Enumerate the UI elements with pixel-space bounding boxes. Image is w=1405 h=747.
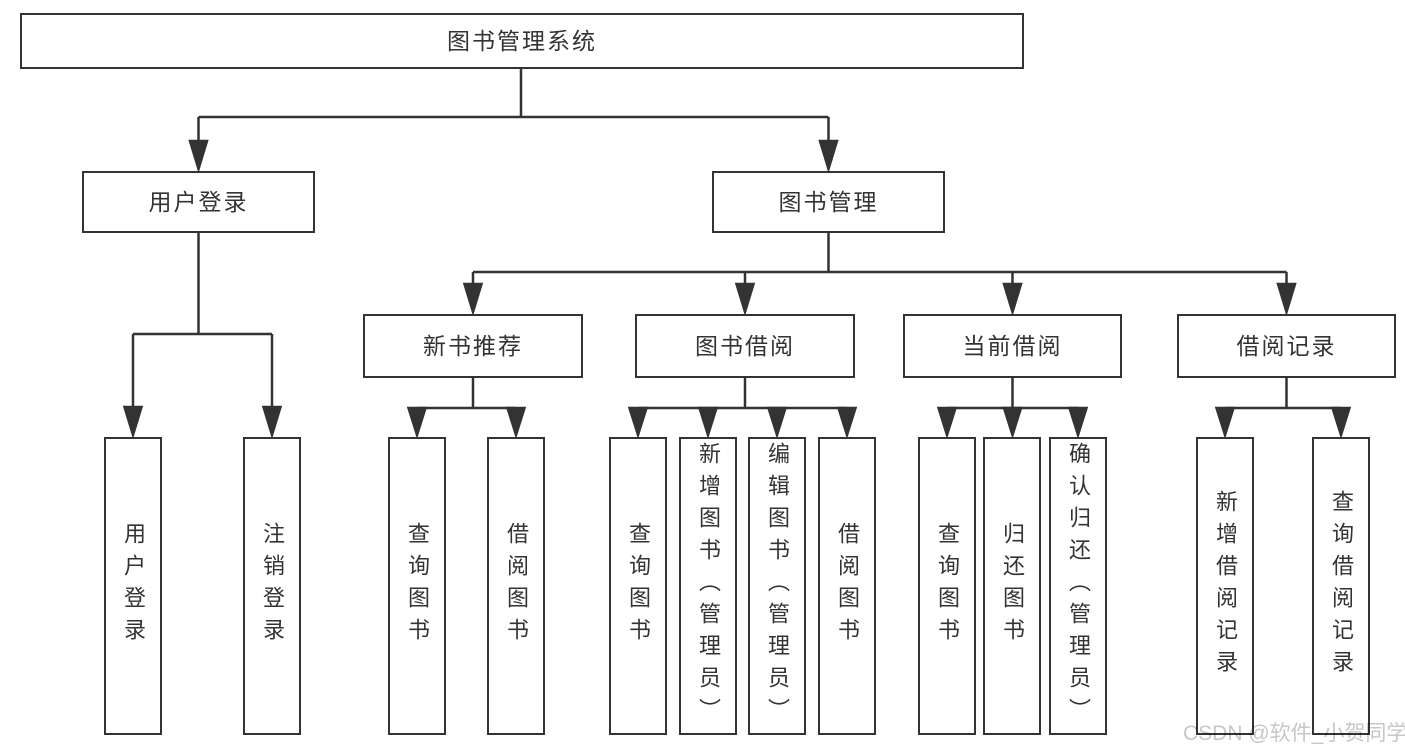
leaf-borrow-books-1: 借阅图书 [487, 437, 545, 735]
leaf-borrow-books-1-label: 借阅图书 [504, 522, 529, 650]
arrowhead [1330, 406, 1352, 440]
leaf-add-borrow-record-label: 新增借阅记录 [1213, 490, 1238, 682]
leaf-query-books-2-label: 查询图书 [626, 522, 651, 650]
arrowhead [627, 406, 649, 440]
leaf-confirm-return-admin-label: 确认归还（管理员） [1066, 442, 1091, 730]
node-current-borrowing-label: 当前借阅 [962, 332, 1063, 359]
leaf-return-books-label: 归还图书 [1000, 522, 1025, 650]
node-book-borrowing-label: 图书借阅 [695, 332, 795, 359]
leaf-return-books: 归还图书 [983, 437, 1041, 735]
connector-book-borrow-children [627, 378, 858, 440]
leaf-logout-login-label: 注销登录 [260, 522, 285, 650]
arrowhead [818, 139, 839, 174]
node-book-management-label: 图书管理 [778, 188, 879, 215]
leaf-borrow-books-2: 借阅图书 [818, 437, 876, 735]
leaf-user-login: 用户登录 [104, 437, 162, 735]
arrowhead [1002, 282, 1023, 317]
arrowhead [1067, 406, 1089, 440]
leaf-query-books-3: 查询图书 [918, 437, 976, 735]
leaf-add-books-admin: 新增图书（管理员） [679, 437, 737, 735]
watermark: CSDN @软件_小贺同学 [1183, 722, 1405, 745]
arrowhead [505, 406, 527, 440]
connector-book-mgmt-children [462, 233, 1297, 317]
leaf-user-login-label: 用户登录 [121, 522, 146, 650]
leaf-add-books-admin-label: 新增图书（管理员） [696, 442, 721, 730]
connector-borrow-record-children [1214, 378, 1352, 440]
node-library-system-label: 图书管理系统 [447, 27, 597, 54]
node-new-book-recommend-label: 新书推荐 [423, 332, 523, 359]
arrowhead [1214, 406, 1236, 440]
arrowhead [697, 406, 719, 440]
node-current-borrowing: 当前借阅 [903, 314, 1122, 378]
arrowhead [462, 282, 484, 317]
leaf-query-books-2: 查询图书 [609, 437, 667, 735]
connector-root-to-level2 [188, 69, 839, 174]
arrowhead [122, 405, 144, 440]
leaf-confirm-return-admin: 确认归还（管理员） [1049, 437, 1107, 735]
arrowhead [261, 405, 283, 440]
node-user-login-label: 用户登录 [148, 188, 249, 215]
node-borrowing-records-label: 借阅记录 [1236, 332, 1337, 359]
leaf-query-borrow-record: 查询借阅记录 [1312, 437, 1370, 735]
leaf-logout-login: 注销登录 [243, 437, 301, 735]
connector-current-borrow-children [936, 378, 1089, 440]
arrowhead [734, 282, 756, 317]
connector-user-login-children [122, 233, 283, 440]
leaf-edit-books-admin-label: 编辑图书（管理员） [765, 442, 790, 730]
node-new-book-recommend: 新书推荐 [363, 314, 583, 378]
node-book-borrowing: 图书借阅 [635, 314, 855, 378]
arrowhead [936, 406, 958, 440]
connector-new-book-rec-children [406, 378, 527, 440]
arrowhead [1002, 406, 1023, 440]
leaf-query-books-1: 查询图书 [388, 437, 446, 735]
leaf-add-borrow-record: 新增借阅记录 [1196, 437, 1254, 735]
leaf-borrow-books-2-label: 借阅图书 [835, 522, 860, 650]
leaf-query-books-3-label: 查询图书 [935, 522, 960, 650]
node-library-system: 图书管理系统 [20, 13, 1024, 69]
arrowhead [766, 406, 788, 440]
arrowhead [406, 406, 428, 440]
leaf-edit-books-admin: 编辑图书（管理员） [748, 437, 806, 735]
node-book-management: 图书管理 [712, 171, 945, 233]
node-user-login: 用户登录 [82, 171, 315, 233]
arrowhead [188, 139, 209, 174]
node-borrowing-records: 借阅记录 [1177, 314, 1396, 378]
arrowhead [836, 406, 858, 440]
arrowhead [1276, 282, 1297, 317]
leaf-query-borrow-record-label: 查询借阅记录 [1329, 490, 1354, 682]
leaf-query-books-1-label: 查询图书 [405, 522, 430, 650]
